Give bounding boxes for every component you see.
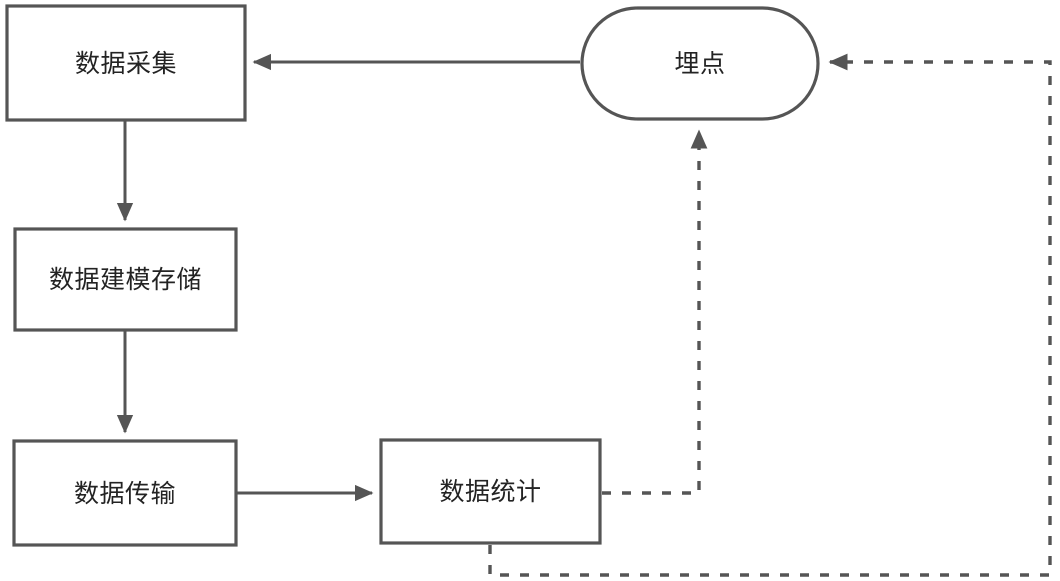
node-shape-data-collection[interactable]	[5, 4, 247, 122]
edge-statistics-to-tracking	[602, 129, 708, 495]
node-shape-data-modeling-storage[interactable]	[13, 227, 238, 332]
node-shape-data-transmission[interactable]	[12, 439, 238, 547]
node-shape-tracking-point[interactable]	[580, 6, 820, 121]
node-shape-data-statistics[interactable]	[379, 438, 602, 545]
edge-statistics-loop-to-tracking-right	[488, 53, 1052, 577]
